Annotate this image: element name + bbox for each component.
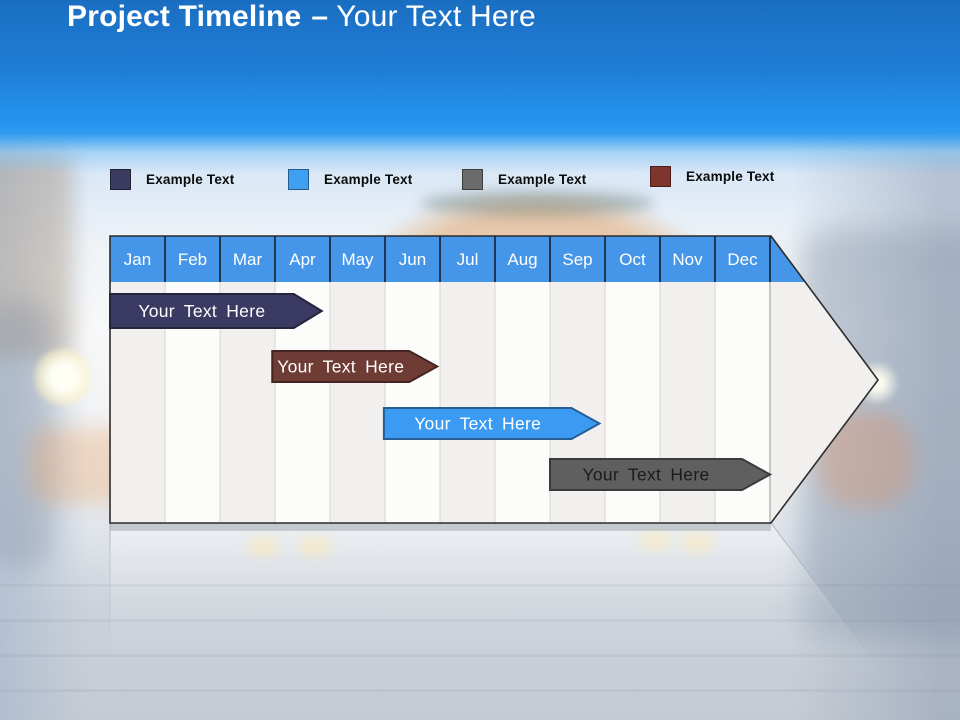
legend-swatch-blue [288,169,309,190]
legend-label: Example Text [146,172,235,187]
page-title: Project Timeline–Your Text Here [67,0,536,34]
month-label-may: May [341,250,374,269]
month-label-jul: Jul [457,250,479,269]
timeline-bar-label: Your Text Here [138,301,265,321]
legend-label: Example Text [686,169,775,184]
legend-label: Example Text [498,172,587,187]
month-label-nov: Nov [672,250,703,269]
legend-swatch-gray [462,169,483,190]
month-label-mar: Mar [233,250,263,269]
timeline-bar-shape [382,407,602,440]
legend-item: Example Text [110,169,234,190]
title-band: Project Timeline–Your Text Here [0,0,960,175]
title-separator: – [311,0,329,33]
timeline-outline [109,235,879,524]
timeline-bar-navy-task: Your Text Here [109,293,324,329]
timeline-bar-shape [271,350,440,383]
legend-item: Example Text [650,166,774,187]
timeline-bar-blue-task: Your Text Here [382,407,602,440]
timeline-bar-maroon-task: Your Text Here [271,350,440,383]
month-label-jan: Jan [124,250,151,269]
timeline-bar-gray-task: Your Text Here [549,458,773,491]
legend-swatch-navy [110,169,131,190]
legend-label: Example Text [324,172,413,187]
month-label-aug: Aug [507,250,537,269]
month-label-sep: Sep [562,250,592,269]
timeline-bar-label: Your Text Here [583,465,710,485]
month-label-feb: Feb [178,250,207,269]
timeline-bar-shape [109,293,324,329]
timeline-bar-label: Your Text Here [277,357,404,377]
month-label-oct: Oct [619,250,646,269]
month-label-jun: Jun [399,250,426,269]
legend-swatch-maroon [650,166,671,187]
month-label-apr: Apr [289,250,316,269]
legend-item: Example Text [288,169,412,190]
month-header-separators [164,236,771,282]
timeline-month-header [110,236,806,282]
timeline-bar-shape [549,458,773,491]
title-placeholder-text: Your Text Here [336,0,536,33]
title-bold: Project Timeline [67,0,302,33]
month-label-dec: Dec [727,250,758,269]
legend-item: Example Text [462,169,586,190]
timeline-bar-label: Your Text Here [414,414,541,434]
month-labels: Jan Feb Mar Apr May Jun Jul Aug Sep Oct Nov Dec [124,250,758,269]
